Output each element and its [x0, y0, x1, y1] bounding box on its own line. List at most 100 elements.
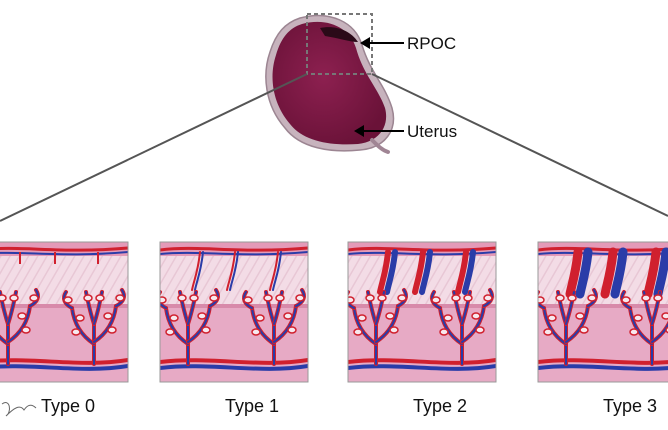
- villus-loop: [357, 314, 367, 322]
- penetrating-artery: [600, 247, 618, 299]
- villous-tree-branch-inner: [565, 305, 589, 343]
- penetrating-artery: [412, 249, 426, 295]
- villus-loop: [287, 326, 297, 334]
- panel-border: [0, 241, 129, 383]
- projection-line-left: [0, 73, 308, 222]
- villus-loop: [475, 326, 485, 334]
- villus-loop: [255, 314, 265, 322]
- penetrating-vein: [575, 247, 593, 299]
- villus-loop: [115, 294, 125, 302]
- label-group: RPOC Uterus: [354, 34, 457, 141]
- penetrating-vein: [384, 249, 398, 295]
- villus-loop: [29, 294, 39, 302]
- villus-loop: [555, 294, 565, 302]
- surface-artery: [160, 246, 308, 252]
- rpoc-label: RPOC: [407, 34, 456, 53]
- basal-artery: [348, 358, 496, 365]
- villus-loop: [587, 294, 597, 302]
- panel-border: [347, 241, 497, 383]
- villus-loop: [189, 294, 199, 302]
- villous-tree-branch-inner: [160, 291, 167, 309]
- villus-loop: [443, 314, 453, 322]
- villus-loop: [621, 296, 631, 304]
- villus-loop: [641, 294, 651, 302]
- villus-loop: [543, 328, 553, 336]
- villus-loop: [160, 296, 167, 304]
- villus-loop: [439, 328, 449, 336]
- basal-vein: [0, 364, 128, 371]
- penetrating-artery: [269, 251, 279, 291]
- villus-loop: [377, 294, 387, 302]
- villus-loop: [483, 294, 493, 302]
- villus-loop: [451, 294, 461, 302]
- surface-vein: [160, 251, 308, 256]
- tissue-panel-type-0: [0, 241, 129, 383]
- penetrating-vein: [462, 249, 476, 295]
- panel-border: [159, 241, 309, 383]
- penetrating-artery: [643, 247, 661, 299]
- villus-loop: [567, 294, 577, 302]
- villus-loop: [165, 328, 175, 336]
- villus-loop: [209, 294, 219, 302]
- villus-loop: [95, 294, 105, 302]
- villus-loop: [0, 294, 7, 302]
- villous-tree-branch-inner: [0, 335, 9, 345]
- villus-loop: [177, 294, 187, 302]
- villous-tree-branch-inner: [7, 305, 31, 343]
- villus-loop: [661, 312, 668, 320]
- villus-loop: [103, 312, 113, 320]
- villous-tree-branch-inner: [165, 307, 189, 345]
- caption-type-0: Type 0: [41, 396, 95, 416]
- villus-loop: [75, 314, 85, 322]
- villus-loop: [633, 314, 643, 322]
- villus-loop: [389, 326, 399, 334]
- villus-loop: [71, 328, 81, 336]
- penetrating-vein: [272, 251, 282, 291]
- caption-type-2: Type 2: [413, 396, 467, 416]
- villus-loop: [197, 312, 207, 320]
- villous-tree-branch-inner: [375, 305, 399, 343]
- villous-tree-branch-inner: [251, 307, 275, 345]
- villous-tree-branch-inner: [93, 305, 117, 343]
- villus-loop: [463, 294, 473, 302]
- villus-loop: [263, 294, 273, 302]
- caption-type-1: Type 1: [225, 396, 279, 416]
- villus-loop: [629, 328, 639, 336]
- villous-tree-branch-inner: [348, 291, 355, 309]
- basal-artery: [538, 358, 668, 365]
- penetrating-artery: [565, 247, 583, 299]
- villus-loop: [397, 294, 407, 302]
- villous-tree-branch-inner: [651, 322, 668, 343]
- villus-loop: [201, 326, 211, 334]
- villus-loop: [251, 328, 261, 336]
- penetrating-artery: [226, 251, 236, 291]
- villous-tree-branch-inner: [273, 305, 297, 343]
- penetrating-vein: [229, 251, 239, 291]
- villous-tree-branch-inner: [353, 307, 377, 345]
- villous-tree-branch-inner: [543, 307, 567, 345]
- villous-tree-branch-inner: [629, 307, 653, 345]
- villus-loop: [348, 296, 355, 304]
- villus-loop: [243, 296, 253, 304]
- uterus-illustration: [265, 13, 395, 154]
- villus-loop: [547, 314, 557, 322]
- villus-loop: [283, 312, 293, 320]
- villus-loop: [471, 312, 481, 320]
- villus-loop: [353, 328, 363, 336]
- surface-vein: [0, 251, 128, 256]
- penetrating-vein: [419, 249, 433, 295]
- penetrating-vein: [610, 247, 628, 299]
- villus-loop: [431, 296, 441, 304]
- panel-contents: [0, 242, 128, 382]
- decidua-line: [160, 304, 308, 308]
- basal-vein: [348, 364, 496, 371]
- basal-vein: [538, 364, 668, 371]
- villus-loop: [575, 312, 585, 320]
- villus-loop: [9, 294, 19, 302]
- panel-contents: [160, 242, 308, 382]
- villus-loop: [579, 326, 589, 334]
- rpoc-region: [320, 27, 358, 42]
- villous-tree-branch-inner: [538, 291, 545, 309]
- panel-row: [0, 241, 668, 383]
- cervix: [370, 138, 390, 154]
